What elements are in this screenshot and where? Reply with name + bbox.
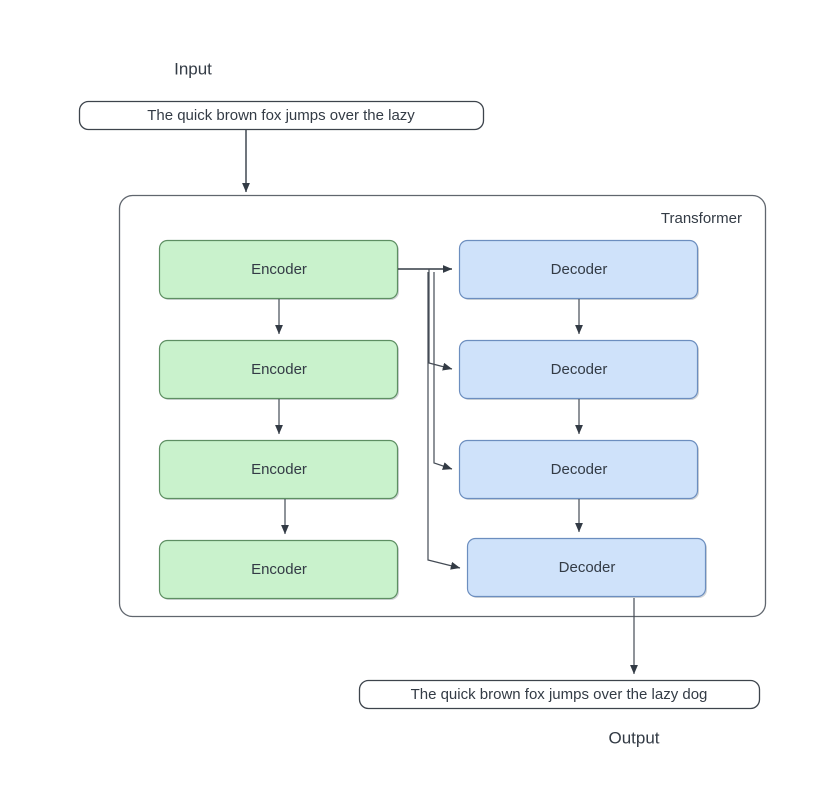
input-box[interactable]: The quick brown fox jumps over the lazy <box>78 100 485 131</box>
decoder-3[interactable]: Decoder <box>458 439 700 501</box>
edge-encoder-to-decoder-2 <box>428 269 453 371</box>
encoder-4[interactable]: Encoder <box>158 539 400 601</box>
encoder-1-label: Encoder <box>251 261 307 278</box>
decoder-2-label: Decoder <box>551 361 608 378</box>
decoder-4-label: Decoder <box>559 559 616 576</box>
encoder-3[interactable]: Encoder <box>158 439 400 501</box>
decoder-4[interactable]: Decoder <box>466 537 708 599</box>
decoder-3-rect[interactable] <box>458 439 699 500</box>
output-box-rect[interactable] <box>358 679 761 710</box>
transformer-title-label: Transformer <box>661 210 742 227</box>
encoder-4-label: Encoder <box>251 561 307 578</box>
encoder-2-label: Encoder <box>251 361 307 378</box>
input-caption: Input <box>174 59 212 78</box>
encoder-3-rect[interactable] <box>158 439 399 500</box>
encoder-2-rect[interactable] <box>158 339 399 400</box>
encoder-4-rect[interactable] <box>158 539 399 600</box>
output-box-label: The quick brown fox jumps over the lazy … <box>411 686 708 703</box>
decoder-1-label: Decoder <box>551 261 608 278</box>
decoder-2[interactable]: Decoder <box>458 339 700 401</box>
input-box-rect[interactable] <box>78 100 485 131</box>
decoder-2-rect[interactable] <box>458 339 699 400</box>
decoder-3-label: Decoder <box>551 461 608 478</box>
decoder-1-rect[interactable] <box>458 239 699 300</box>
encoder-2[interactable]: Encoder <box>158 339 400 401</box>
decoder-1[interactable]: Decoder <box>458 239 700 301</box>
output-caption: Output <box>608 728 659 747</box>
input-box-label: The quick brown fox jumps over the lazy <box>147 107 415 124</box>
output-box[interactable]: The quick brown fox jumps over the lazy … <box>358 679 761 710</box>
edge-encoder-to-decoder-4 <box>427 272 461 570</box>
encoder-1[interactable]: Encoder <box>158 239 400 301</box>
encoder-1-rect[interactable] <box>158 239 399 300</box>
decoder-4-rect[interactable] <box>466 537 707 598</box>
transformer-container <box>118 194 767 618</box>
encoder-3-label: Encoder <box>251 461 307 478</box>
edge-encoder-to-decoder-3 <box>433 272 453 470</box>
